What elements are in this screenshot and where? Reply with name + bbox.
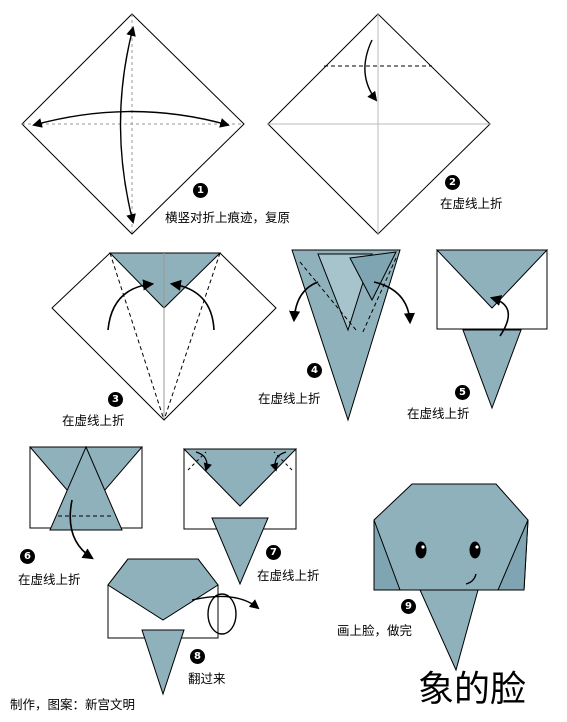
step-4-number: 4	[307, 363, 322, 378]
step-4-caption: 在虚线上折	[258, 391, 321, 406]
credit-line: 制作，图案：新宫文明	[10, 697, 136, 712]
diagram-title: 象的脸	[418, 669, 527, 710]
step-4-figure	[289, 249, 416, 422]
step-7-number: 7	[266, 545, 281, 560]
step-9-number: 9	[401, 599, 416, 614]
step-2-figure	[267, 13, 491, 235]
step-7-caption: 在虚线上折	[257, 568, 320, 583]
step-7-figure	[182, 448, 298, 586]
step-5-figure	[435, 249, 549, 410]
step-2-number: 2	[445, 175, 460, 190]
step-8-figure	[107, 558, 260, 696]
step-2-caption: 在虚线上折	[440, 196, 503, 211]
step-1-figure	[21, 13, 245, 235]
step-5-caption: 在虚线上折	[407, 406, 470, 421]
step-8-number: 8	[190, 649, 205, 664]
step-3-figure	[51, 252, 277, 421]
step-3-number: 3	[108, 392, 123, 407]
step-8-caption: 翻过来	[188, 671, 226, 686]
step-9-caption: 画上脸，做完	[337, 623, 413, 638]
step-5-number: 5	[455, 385, 470, 400]
step-9-figure	[373, 483, 529, 672]
step-6-number: 6	[20, 549, 35, 564]
step-6-figure	[28, 445, 144, 560]
step-3-caption: 在虚线上折	[62, 413, 125, 428]
step-1-caption: 横竖对折上痕迹，复原	[165, 210, 291, 225]
step-6-caption: 在虚线上折	[18, 572, 81, 587]
step-1-number: 1	[193, 183, 208, 198]
